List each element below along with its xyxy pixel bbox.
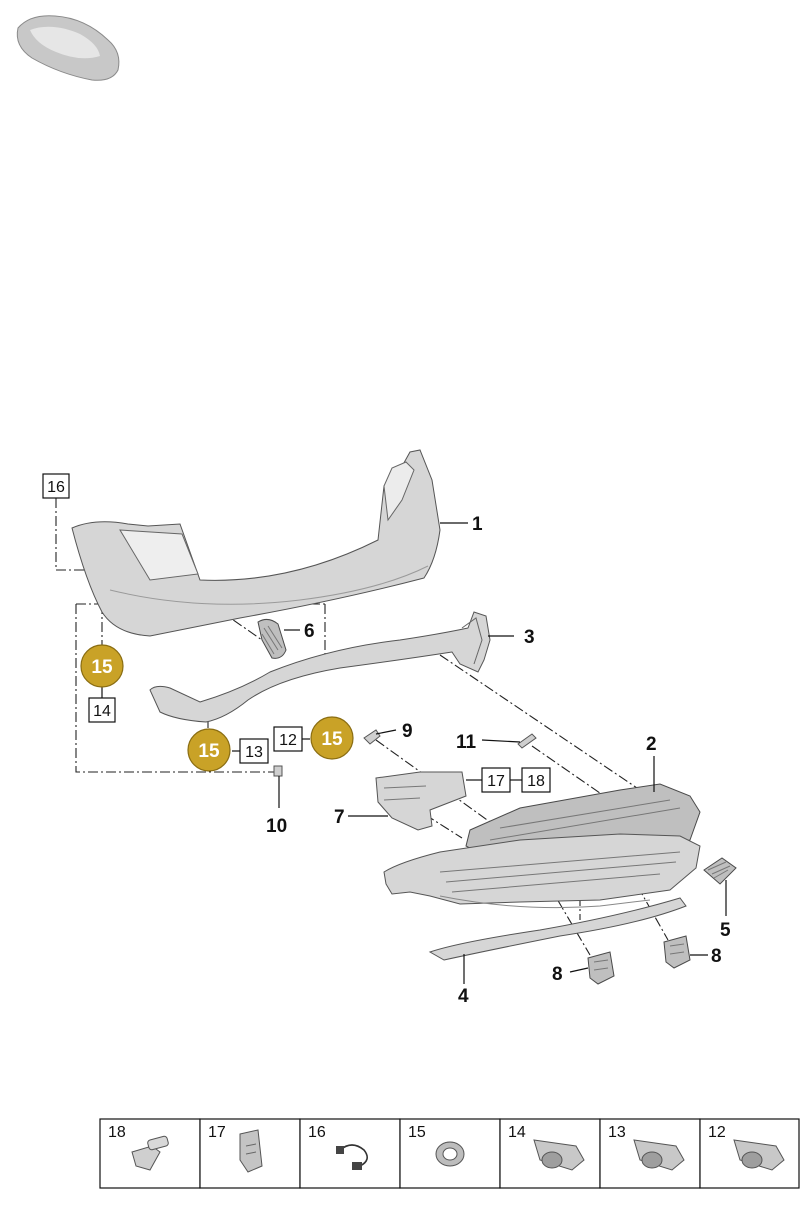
vehicle-thumbnail-icon [16, 15, 120, 81]
part-bracket [375, 771, 467, 831]
part-small-grille [257, 618, 287, 659]
callout-3: 3 [524, 627, 535, 648]
parking-sensor-icon [733, 1139, 785, 1171]
legend-cell-17: 17 [199, 1118, 301, 1189]
boxed-label-13: 13 [239, 738, 269, 764]
part-fastener-11 [517, 733, 537, 749]
boxed-label-18: 18 [521, 767, 551, 793]
svg-text:13: 13 [245, 744, 263, 761]
part-fastener-9 [363, 729, 381, 745]
parts-legend: 18 17 16 15 [99, 1118, 800, 1189]
legend-cell-14: 14 [499, 1118, 601, 1189]
parking-sensor-icon [533, 1139, 585, 1171]
svg-text:18: 18 [108, 1124, 126, 1141]
svg-text:14: 14 [93, 703, 111, 720]
legend-cell-18: 18 [99, 1118, 201, 1189]
callout-8-left: 8 [552, 964, 563, 985]
svg-text:13: 13 [608, 1124, 626, 1141]
part-side-grille [703, 857, 737, 885]
svg-text:15: 15 [321, 729, 343, 750]
svg-text:18: 18 [527, 773, 545, 790]
part-trim-strip [149, 611, 491, 723]
part-lower-lip [428, 897, 687, 961]
svg-text:16: 16 [308, 1124, 326, 1141]
part-lower-grille [383, 833, 701, 909]
callout-4: 4 [458, 986, 469, 1007]
svg-text:14: 14 [508, 1124, 526, 1141]
sealing-ring-icon [435, 1141, 465, 1167]
callout-2: 2 [646, 734, 657, 755]
part-holder-right [663, 935, 691, 969]
medal-15-left: 15 [80, 644, 124, 688]
legend-cell-15: 15 [399, 1118, 501, 1189]
medal-15-center: 15 [187, 728, 231, 772]
svg-text:17: 17 [208, 1124, 226, 1141]
svg-text:17: 17 [487, 773, 505, 790]
legend-cell-16: 16 [299, 1118, 401, 1189]
callout-7: 7 [334, 807, 345, 828]
callout-11: 11 [456, 732, 477, 753]
clip-icon [239, 1129, 263, 1173]
boxed-label-16: 16 [42, 473, 70, 499]
callout-8-right: 8 [711, 946, 722, 967]
parking-sensor-icon [633, 1139, 685, 1171]
legend-cell-13: 13 [599, 1118, 701, 1189]
callout-10: 10 [266, 816, 287, 837]
part-bumper-cover [71, 449, 441, 637]
screw-icon [131, 1135, 169, 1171]
svg-text:15: 15 [408, 1124, 426, 1141]
legend-cell-12: 12 [699, 1118, 800, 1189]
wiring-harness-icon [336, 1144, 368, 1170]
svg-text:15: 15 [91, 657, 113, 678]
boxed-label-14: 14 [88, 697, 116, 723]
svg-text:16: 16 [47, 479, 65, 496]
callout-6: 6 [304, 621, 315, 642]
medal-15-right: 15 [310, 716, 354, 760]
part-holder-left [587, 951, 615, 985]
svg-text:12: 12 [279, 732, 297, 749]
boxed-label-17: 17 [481, 767, 511, 793]
callout-1: 1 [472, 514, 483, 535]
callout-5: 5 [720, 920, 731, 941]
callout-9: 9 [402, 721, 413, 742]
part-fastener-10 [273, 765, 283, 777]
boxed-label-12: 12 [273, 726, 303, 752]
svg-text:12: 12 [708, 1124, 726, 1141]
svg-text:15: 15 [198, 741, 220, 762]
